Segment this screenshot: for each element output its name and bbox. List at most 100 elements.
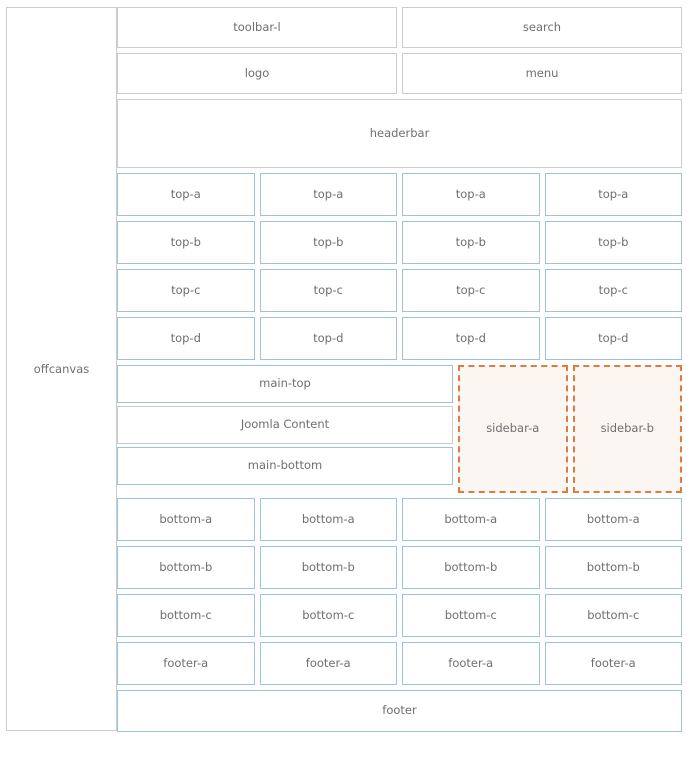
row-bottom-c: bottom-c bottom-c bottom-c bottom-c: [117, 594, 682, 637]
position-top-a-3[interactable]: top-a: [402, 173, 540, 216]
position-top-a-4[interactable]: top-a: [544, 173, 682, 216]
position-logo[interactable]: logo: [117, 53, 397, 94]
position-top-d-3-label: top-d: [455, 330, 486, 345]
position-main-bottom[interactable]: main-bottom: [117, 447, 453, 485]
position-footer-a-2[interactable]: footer-a: [259, 642, 397, 685]
position-bottom-b-1-label: bottom-b: [159, 559, 213, 574]
position-sidebar-a-label: sidebar-a: [486, 421, 540, 436]
position-footer-a-4[interactable]: footer-a: [544, 642, 682, 685]
position-logo-label: logo: [244, 65, 270, 80]
position-menu[interactable]: menu: [402, 53, 682, 94]
position-top-b-4[interactable]: top-b: [544, 221, 682, 264]
position-menu-label: menu: [525, 65, 559, 80]
position-sidebar-a[interactable]: sidebar-a: [458, 365, 568, 493]
position-top-b-2-label: top-b: [313, 234, 344, 249]
position-bottom-c-4[interactable]: bottom-c: [544, 594, 682, 637]
position-bottom-c-4-label: bottom-c: [587, 607, 640, 622]
position-footer-a-1[interactable]: footer-a: [117, 642, 255, 685]
position-footer-a-3-label: footer-a: [448, 655, 494, 670]
position-top-a-1-label: top-a: [170, 186, 201, 201]
position-bottom-a-2-label: bottom-a: [301, 511, 355, 526]
position-bottom-c-1-label: bottom-c: [159, 607, 212, 622]
position-top-d-4[interactable]: top-d: [544, 317, 682, 360]
row-bottom-a: bottom-a bottom-a bottom-a bottom-a: [117, 498, 682, 541]
row-top-c: top-c top-c top-c top-c: [117, 269, 682, 312]
row-top-d: top-d top-d top-d top-d: [117, 317, 682, 360]
row-footer-a: footer-a footer-a footer-a footer-a: [117, 642, 682, 685]
joomla-content-area[interactable]: Joomla Content: [117, 406, 453, 444]
position-main-top[interactable]: main-top: [117, 365, 453, 403]
position-top-a-1[interactable]: top-a: [117, 173, 255, 216]
position-toolbar-l-label: toolbar-l: [233, 19, 281, 34]
position-bottom-c-3[interactable]: bottom-c: [402, 594, 540, 637]
position-top-c-4-label: top-c: [598, 282, 628, 297]
position-top-c-2[interactable]: top-c: [259, 269, 397, 312]
position-top-b-4-label: top-b: [598, 234, 629, 249]
position-bottom-c-1[interactable]: bottom-c: [117, 594, 255, 637]
row-toolbar-search: toolbar-l search: [117, 7, 682, 48]
main-region: main-top Joomla Content main-bottom side…: [117, 365, 682, 493]
row-footer: footer: [117, 690, 682, 732]
position-bottom-b-2[interactable]: bottom-b: [259, 546, 397, 589]
position-headerbar[interactable]: headerbar: [117, 99, 682, 168]
position-footer-a-2-label: footer-a: [305, 655, 351, 670]
position-top-d-2-label: top-d: [313, 330, 344, 345]
position-bottom-c-2[interactable]: bottom-c: [259, 594, 397, 637]
position-top-d-3[interactable]: top-d: [402, 317, 540, 360]
position-bottom-b-4-label: bottom-b: [586, 559, 640, 574]
position-bottom-c-3-label: bottom-c: [444, 607, 497, 622]
position-main-bottom-label: main-bottom: [247, 458, 323, 473]
position-top-c-1-label: top-c: [171, 282, 201, 297]
position-top-d-1-label: top-d: [170, 330, 201, 345]
main-column: main-top Joomla Content main-bottom: [117, 365, 453, 493]
position-footer-a-3[interactable]: footer-a: [402, 642, 540, 685]
position-top-c-1[interactable]: top-c: [117, 269, 255, 312]
position-bottom-a-3[interactable]: bottom-a: [402, 498, 540, 541]
position-top-a-2[interactable]: top-a: [259, 173, 397, 216]
position-bottom-b-4[interactable]: bottom-b: [544, 546, 682, 589]
position-bottom-c-2-label: bottom-c: [302, 607, 355, 622]
row-logo-menu: logo menu: [117, 53, 682, 94]
position-bottom-a-4[interactable]: bottom-a: [544, 498, 682, 541]
position-top-b-3[interactable]: top-b: [402, 221, 540, 264]
position-offcanvas[interactable]: offcanvas: [6, 7, 117, 731]
position-top-c-3-label: top-c: [456, 282, 486, 297]
offcanvas-column: offcanvas: [0, 0, 117, 775]
sidebar-group: sidebar-a sidebar-b: [458, 365, 682, 493]
position-top-b-3-label: top-b: [455, 234, 486, 249]
position-toolbar-l[interactable]: toolbar-l: [117, 7, 397, 48]
position-footer-a-1-label: footer-a: [163, 655, 209, 670]
position-top-c-2-label: top-c: [313, 282, 343, 297]
position-bottom-b-2-label: bottom-b: [301, 559, 355, 574]
position-top-b-2[interactable]: top-b: [259, 221, 397, 264]
position-top-d-1[interactable]: top-d: [117, 317, 255, 360]
position-bottom-b-3-label: bottom-b: [444, 559, 498, 574]
position-top-a-4-label: top-a: [598, 186, 629, 201]
position-top-d-4-label: top-d: [598, 330, 629, 345]
position-bottom-a-1-label: bottom-a: [159, 511, 213, 526]
position-search[interactable]: search: [402, 7, 682, 48]
position-search-label: search: [522, 19, 562, 34]
position-top-a-2-label: top-a: [313, 186, 344, 201]
position-top-b-1[interactable]: top-b: [117, 221, 255, 264]
position-bottom-a-3-label: bottom-a: [444, 511, 498, 526]
position-bottom-b-1[interactable]: bottom-b: [117, 546, 255, 589]
position-top-d-2[interactable]: top-d: [259, 317, 397, 360]
position-top-c-3[interactable]: top-c: [402, 269, 540, 312]
position-sidebar-b[interactable]: sidebar-b: [572, 365, 682, 493]
position-top-a-3-label: top-a: [455, 186, 486, 201]
position-bottom-b-3[interactable]: bottom-b: [402, 546, 540, 589]
position-offcanvas-label: offcanvas: [33, 362, 90, 376]
position-bottom-a-2[interactable]: bottom-a: [259, 498, 397, 541]
position-sidebar-b-label: sidebar-b: [600, 421, 654, 436]
position-main-top-label: main-top: [259, 376, 311, 391]
position-footer[interactable]: footer: [117, 690, 682, 732]
position-top-c-4[interactable]: top-c: [544, 269, 682, 312]
row-bottom-b: bottom-b bottom-b bottom-b bottom-b: [117, 546, 682, 589]
position-bottom-a-4-label: bottom-a: [586, 511, 640, 526]
row-headerbar: headerbar: [117, 99, 682, 168]
position-footer-a-4-label: footer-a: [590, 655, 636, 670]
row-top-a: top-a top-a top-a top-a: [117, 173, 682, 216]
position-bottom-a-1[interactable]: bottom-a: [117, 498, 255, 541]
